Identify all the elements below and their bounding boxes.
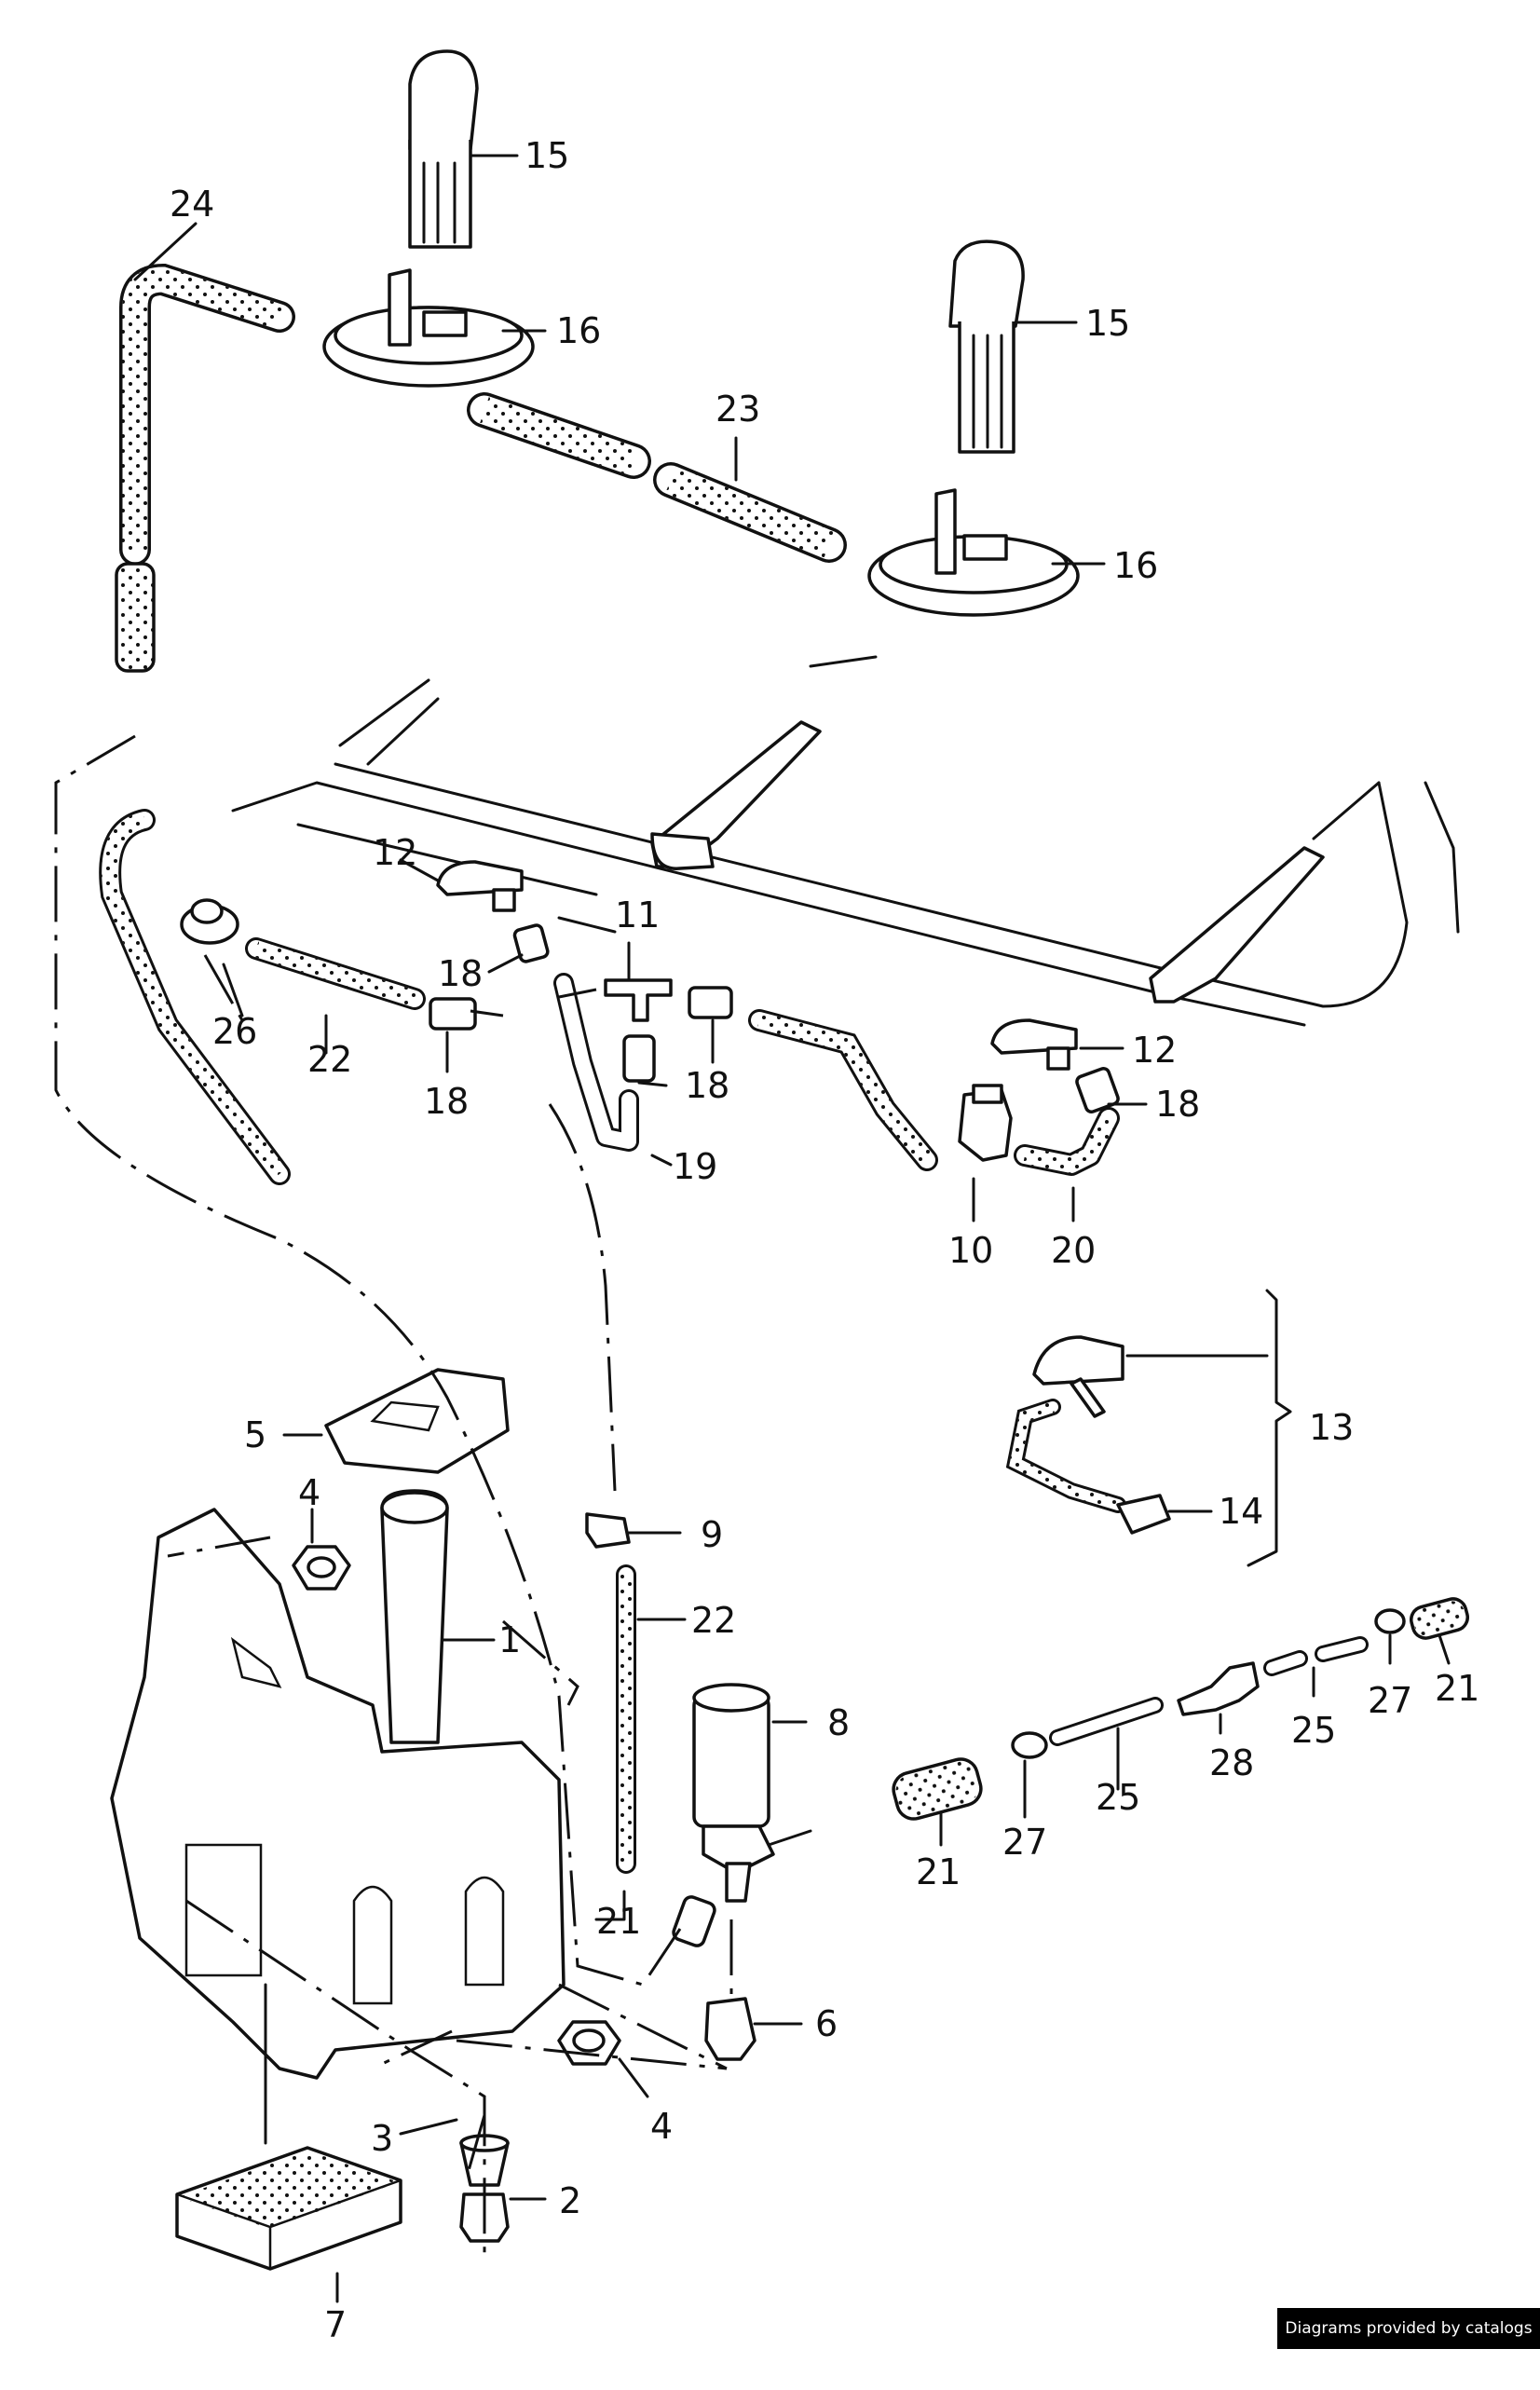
hose-clamp-27-middle [1011, 1731, 1048, 1759]
wiper-arm-right [1149, 781, 1381, 1004]
callout-27-middle: 27 [1002, 1822, 1047, 1863]
filler-cap-5 [324, 1368, 510, 1474]
callout-4-lower: 4 [650, 2106, 673, 2147]
nozzle-base-16-left [322, 268, 535, 388]
callout-7: 7 [324, 2304, 347, 2345]
callout-24: 24 [170, 184, 214, 225]
nozzle-12-left [436, 860, 524, 912]
callout-14: 14 [1219, 1491, 1263, 1532]
callout-20: 20 [1051, 1230, 1096, 1271]
callout-21-upper: 22 [307, 1039, 352, 1080]
clip-9 [585, 1512, 631, 1549]
callout-16-right: 16 [1113, 545, 1158, 586]
bracket-13 [1247, 1289, 1292, 1567]
hose-clamp-27-upper [1374, 1608, 1406, 1634]
washer-tank-1 [110, 1489, 566, 2080]
callout-6: 6 [815, 2003, 838, 2044]
callout-4-upper: 4 [298, 1472, 320, 1513]
grommet-6 [704, 1997, 756, 2061]
callout-22-upper: 21 [1435, 1668, 1479, 1709]
foam-pad-7 [175, 2146, 402, 2271]
callout-22-lower: 21 [596, 1901, 641, 1942]
callout-19: 19 [673, 1146, 717, 1187]
callout-16-left: 16 [556, 310, 601, 351]
connector-14 [1116, 1494, 1171, 1535]
callout-18-c: 18 [685, 1065, 729, 1106]
callout-15-left: 15 [525, 135, 569, 176]
nozzle-cover-15-right [948, 239, 1025, 454]
callout-2: 2 [559, 2180, 581, 2221]
valve-10 [958, 1084, 1013, 1162]
hose-22-lower [672, 1895, 716, 1947]
nozzle-base-16-right [867, 488, 1080, 617]
callout-15-right: 15 [1085, 303, 1130, 344]
nozzle-12-right [990, 1018, 1078, 1071]
routing-lines [54, 734, 733, 2255]
callout-11: 11 [615, 895, 660, 936]
callout-13: 13 [1309, 1407, 1354, 1448]
washer-pump-8 [692, 1683, 812, 1903]
credit-banner: Diagrams provided by catalogs parts [1277, 2308, 1540, 2379]
t-connector-11 [604, 978, 673, 1022]
hose-20 [1014, 1107, 1120, 1176]
callout-labels: 15 15 16 16 24 23 12 11 18 26 22 18 18 1… [170, 135, 1479, 2345]
wiper-arm-left [650, 655, 878, 870]
body-outline [231, 678, 1460, 1027]
callout-22-middle: 21 [916, 1851, 961, 1892]
leader-lines [133, 154, 1451, 2303]
hose-right [748, 1009, 938, 1171]
hose-26 [99, 809, 291, 1185]
non-return-valve-28 [1177, 1661, 1260, 1716]
callout-12-left: 12 [373, 832, 417, 873]
callout-3: 3 [371, 2118, 393, 2159]
callout-21-lower: 22 [691, 1600, 736, 1641]
hose-24 [115, 263, 295, 673]
callout-25-middle: 25 [1096, 1777, 1140, 1818]
callout-25-upper: 25 [1291, 1710, 1336, 1751]
hose-23 [467, 392, 847, 563]
nozzle-cover-15-left [408, 49, 479, 249]
callout-26: 26 [212, 1011, 257, 1052]
hose-22-upper [1410, 1597, 1469, 1640]
callout-27-upper: 27 [1368, 1680, 1412, 1721]
callout-18-b: 18 [424, 1081, 469, 1122]
hose-19 [553, 973, 639, 1152]
hose-22-middle [892, 1757, 983, 1821]
callout-12-right: 12 [1132, 1030, 1177, 1071]
callout-9: 9 [701, 1514, 723, 1555]
pipe-25-upper [1263, 1636, 1369, 1676]
callout-5: 5 [244, 1414, 266, 1455]
callout-8: 8 [827, 1702, 850, 1743]
connector-18-group [429, 923, 1120, 1114]
callout-18-a: 18 [438, 953, 483, 994]
callout-18-d: 18 [1155, 1084, 1200, 1125]
heated-nozzle-13 [1005, 1335, 1126, 1513]
pipe-25-middle [1049, 1697, 1164, 1746]
callout-10: 10 [948, 1230, 993, 1271]
callout-23: 23 [715, 389, 760, 430]
hose-21-upper [245, 937, 426, 1010]
nut-4-lower [557, 2020, 621, 2066]
nut-4-upper [292, 1545, 351, 1591]
callout-1: 1 [498, 1619, 521, 1660]
callout-28: 28 [1209, 1742, 1254, 1783]
